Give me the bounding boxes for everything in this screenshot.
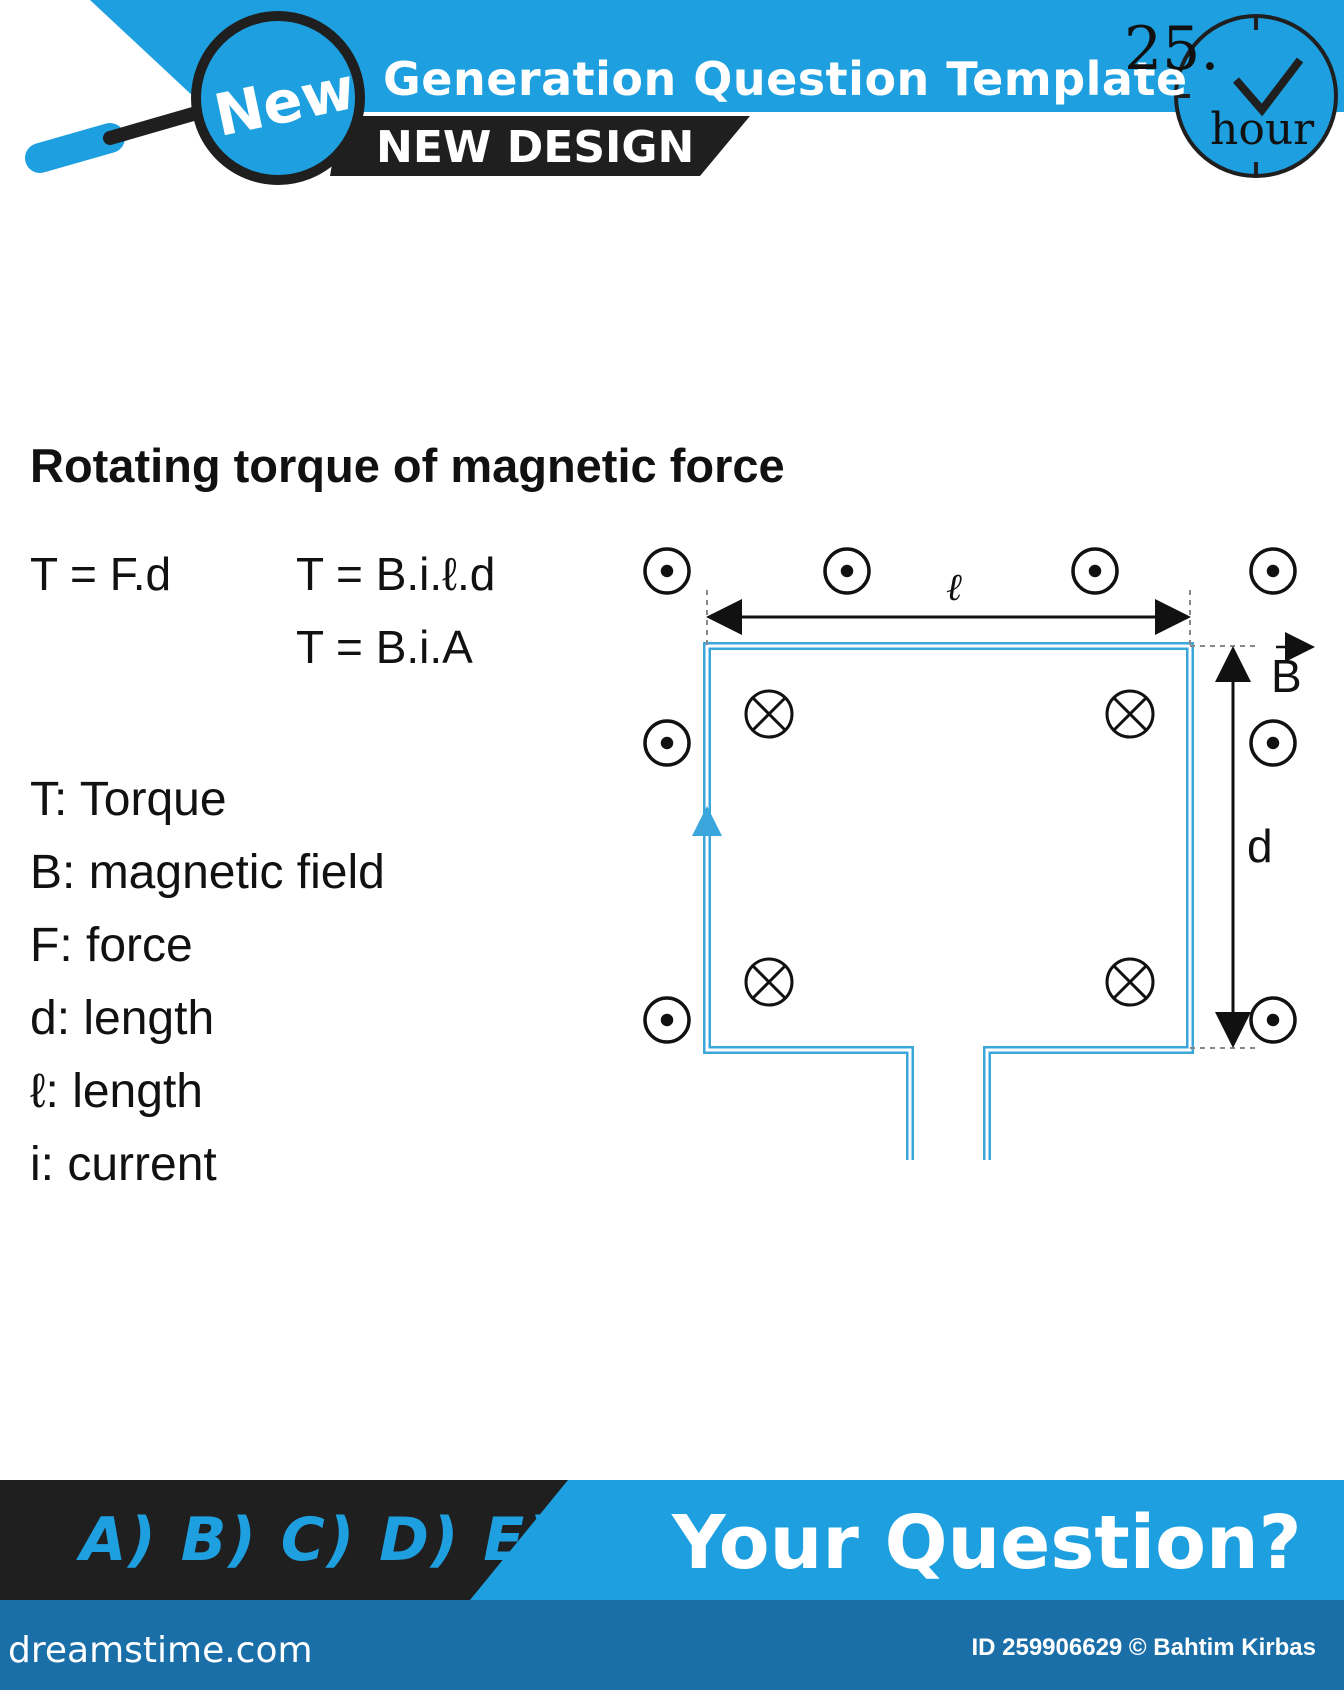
header-title: Generation Question Template: [383, 52, 1188, 106]
image-credit: ID 259906629 © Bahtim Kirbas: [971, 1634, 1316, 1661]
header-subtitle: NEW DESIGN: [376, 122, 695, 173]
field-out-icon: [1249, 547, 1297, 595]
clock-unit: hour: [1210, 104, 1315, 155]
footer-banner: [0, 1480, 1344, 1690]
field-out-icon: [643, 547, 691, 595]
question-prompt: Your Question?: [672, 1500, 1302, 1586]
legend-current: i: current: [30, 1138, 217, 1191]
formula-2: T = B.i.ℓ.d: [296, 548, 496, 600]
header-dark-band: [330, 116, 750, 176]
label-width: ℓ: [946, 565, 962, 609]
torque-loop-diagram: ℓ d B: [643, 547, 1315, 1160]
field-out-of-page-symbols: [643, 547, 1297, 1044]
field-in-icon: [1105, 957, 1155, 1007]
legend-force: F: force: [30, 919, 193, 972]
label-height: d: [1247, 820, 1273, 872]
legend-l-length: ℓ: length: [30, 1065, 203, 1118]
field-out-icon: [1249, 719, 1297, 767]
footer-question-band: [470, 1480, 1344, 1600]
legend-torque: T: Torque: [30, 773, 227, 826]
field-out-icon: [1071, 547, 1119, 595]
topic-title: Rotating torque of magnetic force: [30, 439, 785, 492]
field-in-icon: [744, 957, 794, 1007]
legend-magnetic-field: B: magnetic field: [30, 846, 385, 899]
field-out-icon: [643, 719, 691, 767]
width-dimension: [706, 590, 1191, 646]
label-field: B: [1271, 650, 1302, 702]
header-banner: [25, 0, 1344, 185]
clock-number: 25.: [1124, 14, 1220, 84]
field-out-icon: [1249, 996, 1297, 1044]
formula-3: T = B.i.A: [296, 621, 473, 673]
field-out-icon: [643, 996, 691, 1044]
current-direction-arrow: [692, 806, 722, 836]
field-into-page-symbols: [744, 689, 1155, 1007]
answer-options: A) B) C) D) E): [80, 1505, 556, 1575]
legend-d-length: d: length: [30, 992, 215, 1045]
site-watermark: dreamstime.com: [8, 1630, 313, 1671]
field-in-icon: [744, 689, 794, 739]
field-out-icon: [823, 547, 871, 595]
footer-site-band: [0, 1600, 1344, 1690]
field-in-icon: [1105, 689, 1155, 739]
header-blue-band: [90, 0, 1344, 112]
formula-1: T = F.d: [30, 548, 172, 600]
magnifier-icon: [25, 11, 365, 185]
current-loop: [703, 642, 1194, 1160]
clock-icon: [1174, 14, 1338, 178]
height-dimension: [1190, 645, 1258, 1049]
